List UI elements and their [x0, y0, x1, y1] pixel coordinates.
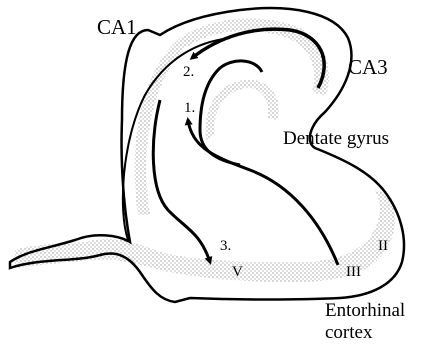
- layer-iii-label: III: [346, 264, 361, 280]
- step-1-label: 1.: [184, 100, 195, 116]
- layer-v-label: V: [232, 264, 243, 280]
- step-3-label: 3.: [220, 238, 231, 254]
- entorhinal-cell-layer: [15, 190, 395, 282]
- ca1-label: CA1: [97, 15, 137, 39]
- layer-ii-label: II: [378, 238, 388, 254]
- pyramidal-cell-layer: [135, 19, 329, 215]
- step-2-label: 2.: [183, 64, 194, 80]
- entorhinal-label-line2: cortex: [325, 322, 373, 343]
- dentate-granule-layer: [205, 80, 279, 140]
- dentate-gyrus-label: Dentate gyrus: [283, 128, 389, 149]
- entorhinal-label-line1: Entorhinal: [325, 300, 405, 321]
- ca3-label: CA3: [348, 55, 388, 79]
